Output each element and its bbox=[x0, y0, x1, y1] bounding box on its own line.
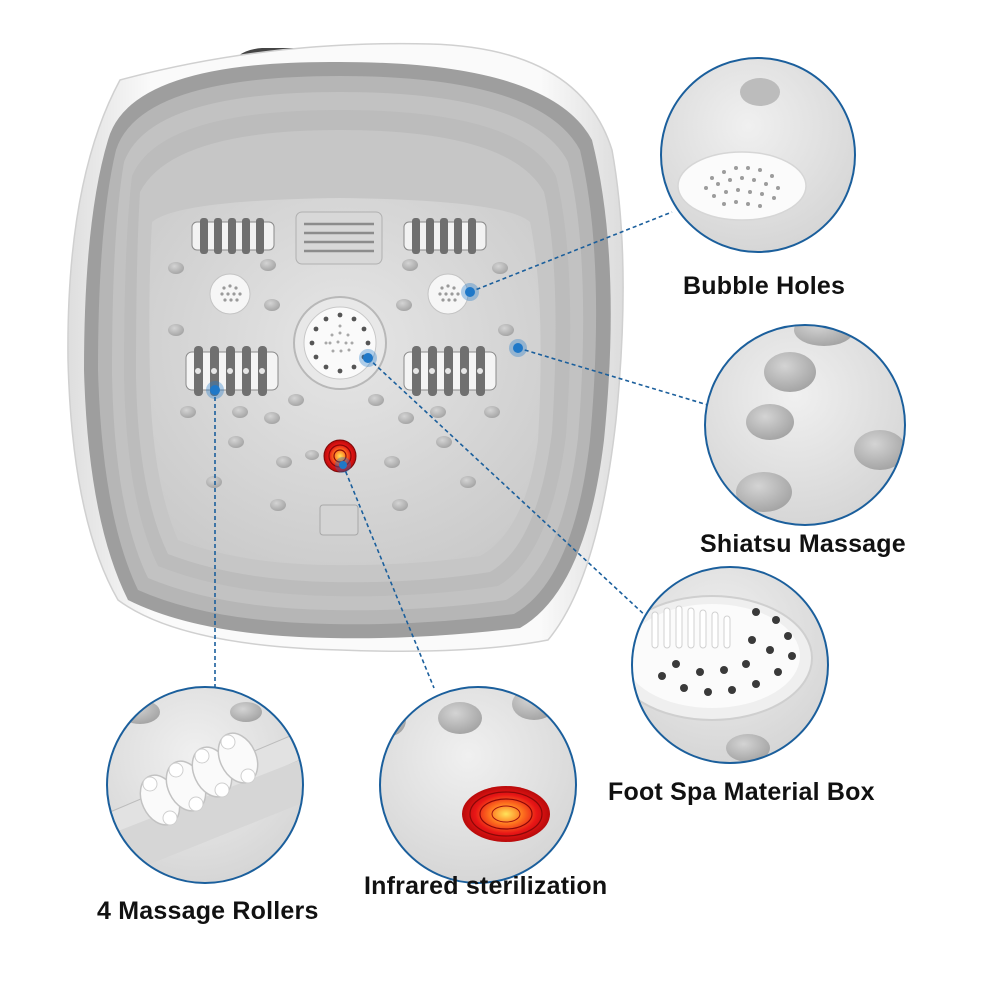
bubble-holes-closeup bbox=[660, 57, 856, 253]
foot-spa-basin bbox=[67, 42, 624, 652]
massage-rollers-label: 4 Massage Rollers bbox=[97, 897, 319, 925]
material-box-label: Foot Spa Material Box bbox=[608, 778, 875, 806]
infrared-light-closeup bbox=[379, 686, 577, 884]
shiatsu-nodes-closeup bbox=[704, 324, 906, 526]
callout-lines bbox=[214, 211, 709, 698]
shiatsu-nodes bbox=[168, 259, 514, 511]
bubble-disc-left bbox=[209, 273, 251, 315]
material-box-closeup bbox=[631, 566, 829, 764]
infrared-sterilization-label: Infrared sterilization bbox=[364, 872, 608, 900]
roller-mid-right bbox=[403, 346, 497, 396]
massage-roller-closeup bbox=[106, 686, 304, 884]
material-box-center bbox=[293, 296, 387, 390]
bubble-holes-label: Bubble Holes bbox=[683, 272, 846, 300]
roller-top-right bbox=[403, 218, 487, 254]
roller-top-left bbox=[191, 218, 275, 254]
shiatsu-massage-label: Shiatsu Massage bbox=[700, 530, 906, 558]
bubble-disc-right bbox=[427, 273, 469, 315]
callout-markers bbox=[206, 283, 527, 473]
roller-mid-left bbox=[185, 346, 279, 396]
